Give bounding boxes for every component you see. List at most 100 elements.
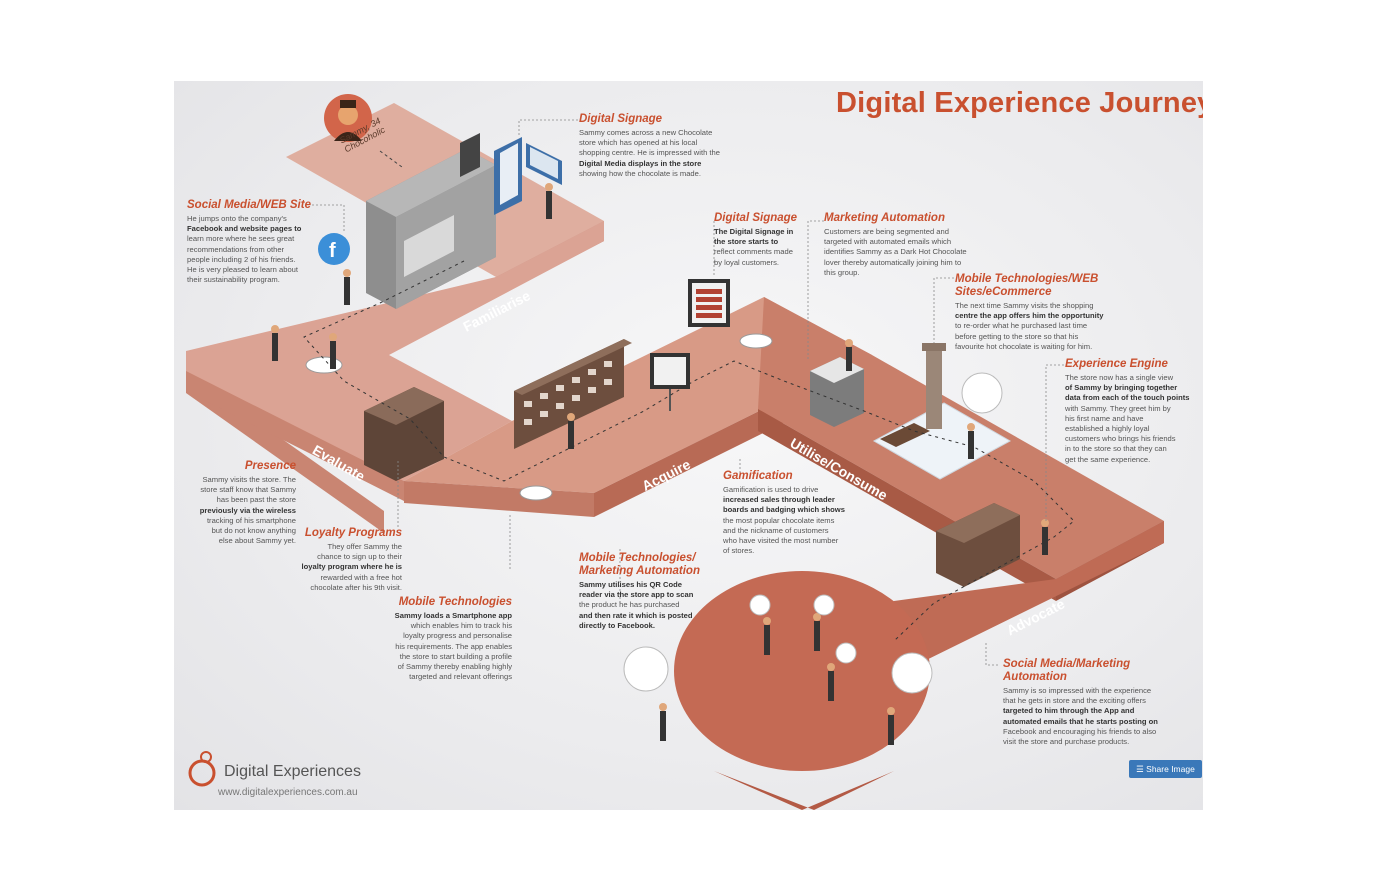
product-shelves — [514, 339, 624, 449]
callout-line: chance to sign up to their — [317, 552, 402, 562]
callout-line: has been past the store — [216, 495, 296, 505]
callout-line: automated emails that he starts posting … — [1003, 716, 1158, 726]
callout-line: people including 2 of his friends. — [187, 254, 296, 264]
company-logo[interactable]: Digital Experiences www.digitalexperienc… — [186, 749, 361, 798]
callout-line: They offer Sammy the — [327, 542, 402, 551]
callout-line: customers who brings his friends — [1065, 434, 1176, 444]
callout-line: Sammy loads a Smartphone app — [394, 611, 512, 620]
callout-line: targeted to him through the App and — [1003, 706, 1135, 716]
callout-line: centre the app offers him the opportunit… — [955, 311, 1104, 321]
callout-line: Sammy utilises his QR Code — [579, 580, 682, 589]
callout-line: Sammy is so impressed with the experienc… — [1003, 686, 1152, 695]
callout-line: loyalty progress and personalise — [403, 631, 512, 641]
callout-title: Loyalty Programs — [304, 527, 402, 539]
callout-line: He jumps onto the company's — [187, 214, 287, 223]
callout-line: and then rate it which is posted — [579, 610, 693, 620]
callout-title: Mobile Technologies/ Marketing Automatio… — [579, 552, 700, 577]
callout-line: shopping centre. He is impressed with th… — [579, 148, 720, 158]
callout-marketing-automation: Marketing Automation Customers are being… — [824, 212, 994, 278]
callout-line: identifies Sammy as a Dark Hot Chocolate — [824, 247, 967, 257]
isometric-scene: f — [186, 94, 1164, 810]
callout-title: Digital Signage — [579, 113, 663, 125]
callout-line: get the same experience. — [1065, 454, 1151, 464]
callout-social-marketing-automation: Social Media/Marketing Automation Sammy … — [1003, 658, 1183, 747]
callout-line: Digital Media displays in the store — [579, 158, 702, 168]
callout-title: Marketing Automation — [824, 212, 945, 224]
callout-line: which enables him to track his — [410, 621, 512, 631]
callout-line: his first name and have — [1065, 413, 1144, 423]
callout-line: store staff know that Sammy — [200, 485, 296, 495]
callout-line: boards and badging which shows — [723, 505, 845, 515]
callout-title: Social Media/WEB Site — [187, 199, 311, 211]
callout-line: of Sammy by bringing together — [1065, 383, 1178, 393]
callout-line: directly to Facebook. — [579, 620, 655, 630]
callout-line: learn more where he sees great — [187, 234, 295, 244]
callout-line: the product he has purchased — [579, 600, 680, 610]
callout-line: targeted with automated emails which — [824, 237, 952, 247]
callout-line: to re-order what he purchased last time — [955, 321, 1088, 331]
callout-line: He is very pleased to learn about — [187, 265, 299, 275]
callout-line: before getting to the store so that his — [955, 331, 1079, 341]
callout-line: who have visited the most number — [723, 536, 839, 546]
callout-line: previously via the wireless — [199, 505, 296, 515]
callout-line: rewarded with a free hot — [320, 572, 402, 582]
callout-digital-signage-2: Digital Signage The Digital Signage in t… — [714, 212, 814, 268]
callout-line: and the nickname of customers — [723, 525, 829, 535]
callout-line: loyalty program where he is — [301, 562, 402, 572]
callout-title: Presence — [244, 460, 296, 472]
callout-line: reader via the store app to scan — [579, 590, 694, 600]
callout-title: Gamification — [723, 470, 793, 482]
callout-line: The store now has a single view — [1065, 373, 1174, 382]
callout-line: this group. — [824, 267, 860, 277]
callout-line: their sustainability program. — [187, 275, 280, 285]
callout-line: of stores. — [723, 546, 755, 556]
callout-line: The next time Sammy visits the shopping — [955, 301, 1094, 310]
callout-line: Sammy comes across a new Chocolate — [579, 128, 713, 137]
callout-line: else about Sammy yet. — [218, 536, 296, 546]
advocate-plaza — [674, 571, 930, 771]
callout-line: by loyal customers. — [714, 257, 779, 267]
callout-line: but do not know anything — [211, 526, 296, 536]
callout-social-media-web: Social Media/WEB Site He jumps onto the … — [187, 199, 327, 285]
facebook-icon — [318, 233, 350, 265]
callout-title: Mobile Technologies/WEB Sites/eCommerce — [955, 273, 1099, 298]
callout-line: chocolate after his 9th visit. — [310, 582, 402, 592]
callout-line: Customers are being segmented and — [824, 227, 949, 236]
callout-title: Social Media/Marketing Automation — [1003, 658, 1131, 683]
callout-line: recommendations from other — [187, 244, 285, 254]
journey-infographic: f — [174, 81, 1203, 810]
page-title: Digital Experience Journey — [836, 87, 1203, 119]
logo-mark-icon — [188, 751, 216, 787]
callout-line: targeted and relevant offerings — [409, 672, 512, 682]
callout-line: the store starts to — [714, 237, 779, 247]
callout-line: Facebook and encouraging his friends to … — [1003, 726, 1157, 736]
callout-line: his requirements. The app enables — [395, 641, 512, 651]
callout-line: with Sammy. They greet him by — [1065, 403, 1171, 413]
callout-mobile-marketing-automation: Mobile Technologies/ Marketing Automatio… — [579, 552, 709, 631]
callout-line: data from each of the touch points — [1065, 393, 1190, 403]
callout-experience-engine: Experience Engine The store now has a si… — [1065, 358, 1201, 465]
callout-title: Experience Engine — [1065, 358, 1168, 370]
logo-url[interactable]: www.digitalexperiences.com.au — [218, 787, 358, 798]
callout-line: the store to start building a profile — [399, 651, 512, 661]
callout-title: Mobile Technologies — [398, 596, 512, 608]
callout-presence: Presence Sammy visits the store. The sto… — [176, 460, 296, 546]
callout-line: increased sales through leader — [723, 495, 835, 505]
pillar — [926, 349, 942, 429]
journey-route — [303, 260, 1075, 642]
callout-line: of Sammy thereby enabling highly — [397, 662, 512, 672]
share-label: Share Image — [1146, 764, 1195, 774]
callout-line: The Digital Signage in — [714, 227, 794, 236]
callout-line: established a highly loyal — [1065, 424, 1150, 434]
share-image-button[interactable]: ☰ Share Image — [1129, 760, 1202, 778]
callout-line: favourite hot chocolate is waiting for h… — [955, 341, 1093, 351]
callout-line: in to the store so that they can — [1065, 444, 1167, 454]
callout-line: Facebook and website pages to — [187, 224, 302, 234]
svg-text:f: f — [329, 240, 336, 262]
callout-digital-signage-1: Digital Signage Sammy comes across a new… — [579, 113, 749, 179]
logo-text: Digital Experiences — [224, 763, 361, 780]
callout-gamification: Gamification Gamification is used to dri… — [723, 470, 863, 556]
callout-line: that he gets in store and the exciting o… — [1003, 696, 1146, 706]
callout-line: Sammy visits the store. The — [202, 475, 296, 484]
callout-line: Gamification is used to drive — [723, 485, 819, 494]
